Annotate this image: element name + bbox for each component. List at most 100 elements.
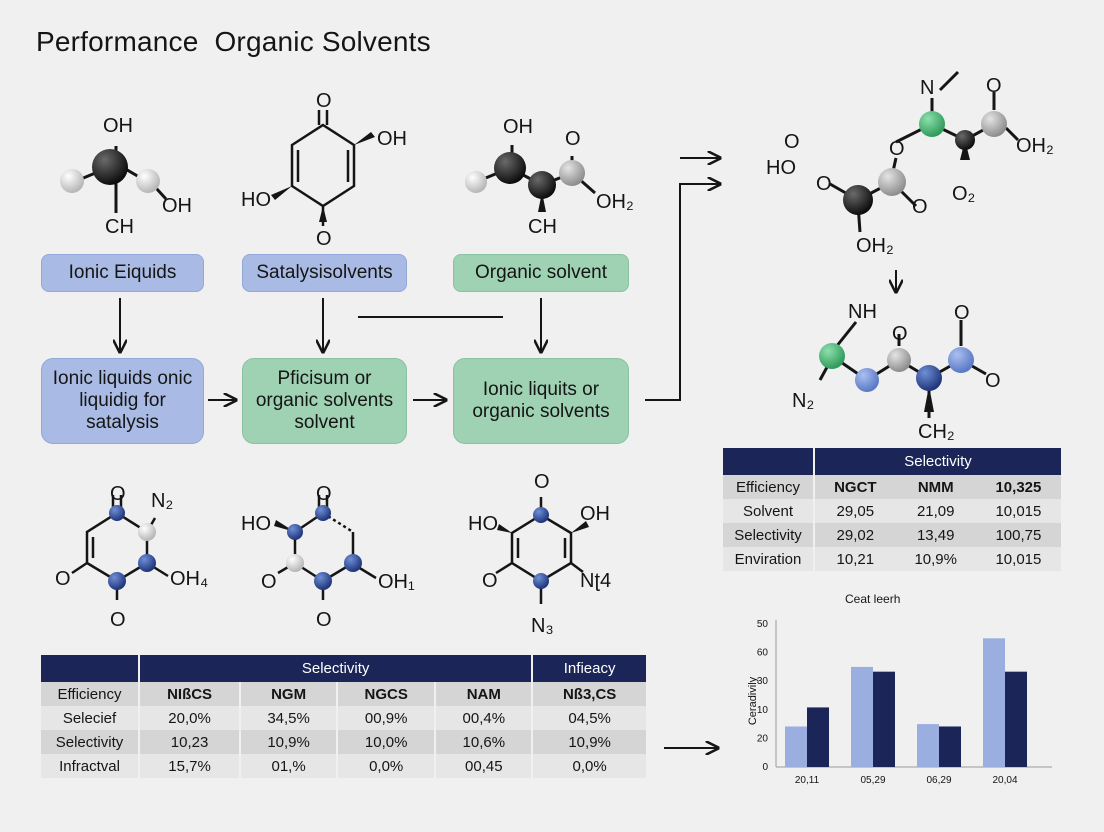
label-organic-solvent: Organic solvent — [453, 254, 629, 292]
nitrogen-atom — [819, 343, 845, 369]
hydrogen-atom — [286, 554, 304, 572]
atom-label: O — [110, 483, 126, 505]
molecule-4: N HO O O O O OH₂ OH₂ O O₂ — [766, 70, 1054, 257]
atom-label: O — [316, 228, 332, 250]
atom-label: CH — [105, 216, 134, 238]
table-row: Selecief 20,0% 34,5% 00,9% 00,4% 04,5% — [41, 706, 646, 730]
table-cell: NGCT — [813, 475, 896, 499]
table-cell: Selecief — [41, 706, 139, 730]
table-cell: 10,9% — [239, 730, 338, 754]
atom-label: NH — [848, 301, 877, 323]
table-cell: 20,0% — [137, 706, 241, 730]
y-tick-label: 50 — [757, 619, 769, 630]
nitrogen-atom — [138, 554, 156, 572]
molecule-6: O N₂ O OH₄ O — [55, 483, 208, 631]
carbon-atom — [843, 185, 873, 215]
atom-label: O — [954, 302, 970, 324]
bar-05,29-series-2 — [873, 671, 895, 767]
table-cell: 34,5% — [239, 706, 338, 730]
chart-y-axis-label: Ceradivily — [747, 676, 760, 726]
atom-label: OH — [162, 195, 192, 217]
y-tick-label: 20 — [757, 733, 769, 744]
hydrogen-atom — [60, 169, 84, 193]
table-cell: 10,015 — [975, 547, 1061, 571]
bar-20,11-series-1 — [785, 726, 807, 767]
nitrogen-atom — [855, 368, 879, 392]
atom-label: O₂ — [952, 183, 975, 205]
table-row: Selectivity 10,23 10,9% 10,0% 10,6% 10,9… — [41, 730, 646, 754]
table-cell: 00,9% — [336, 706, 436, 730]
table-header-cell: Selectivity — [813, 448, 1061, 475]
oxygen-atom — [887, 348, 911, 372]
atom-label: OH₂ — [1016, 135, 1054, 157]
atom-label: OH₂ — [596, 191, 634, 213]
atom-label: O — [816, 173, 832, 195]
flow-box-ionic-liquids: Ionic liquids onic liquidig for satalysi… — [41, 358, 204, 444]
table-cell: Enviration — [723, 547, 814, 571]
carbon-atom — [494, 152, 526, 184]
carbon-atom — [528, 171, 556, 199]
table-row: Enviration 10,21 10,9% 10,015 — [723, 547, 1061, 571]
atom-label: O — [784, 131, 800, 153]
atom-label: O — [110, 609, 126, 631]
molecule-7: O HO O OH₁ O — [241, 483, 415, 631]
table-row: Solvent 29,05 21,09 10,015 — [723, 499, 1061, 523]
table-cell: 10,23 — [137, 730, 241, 754]
nitrogen-atom — [287, 524, 303, 540]
table-cell: 0,0% — [336, 754, 436, 778]
y-tick-label: 30 — [757, 676, 769, 687]
nitrogen-atom — [315, 505, 331, 521]
hydrogen-atom — [136, 169, 160, 193]
atom-label: O — [985, 370, 1001, 392]
atom-label: O — [565, 128, 581, 150]
bar-20,04-series-2 — [1005, 671, 1027, 767]
atom-label: O — [986, 75, 1002, 97]
atom-label: O — [534, 471, 550, 493]
chart-title: Ceat leerh — [845, 592, 901, 606]
atom-label: CH — [528, 216, 557, 238]
atom-label: OH — [503, 116, 533, 138]
atom-label: HO — [241, 513, 271, 535]
table-cell: NIßCS — [137, 682, 241, 706]
table-cell: Efficiency — [723, 475, 814, 499]
table-cell: NGCS — [336, 682, 436, 706]
atom-label: OH — [103, 115, 133, 137]
bar-06,29-series-2 — [939, 726, 961, 767]
table-cell: 10,9% — [531, 730, 646, 754]
nitrogen-atom — [344, 554, 362, 572]
table-header-row: Selectivity — [723, 448, 1061, 475]
table-cell: 00,45 — [434, 754, 533, 778]
label-ionic-liquids: Ionic Eiquids — [41, 254, 204, 292]
atom-label: OH₁ — [378, 571, 415, 593]
atom-label: O — [316, 609, 332, 631]
table-cell: Solvent — [723, 499, 814, 523]
bar-20,04-series-1 — [983, 638, 1005, 767]
x-tick-label: 20,11 — [795, 775, 820, 786]
table-cell: 10,325 — [975, 475, 1061, 499]
atom-label: O — [889, 138, 905, 160]
table-cell: 10,0% — [336, 730, 436, 754]
hydrogen-atom — [138, 523, 156, 541]
table-cell: Infractval — [41, 754, 139, 778]
oxygen-atom — [559, 160, 585, 186]
nitrogen-atom — [916, 365, 942, 391]
table-header-cell — [723, 448, 814, 475]
atom-label: O — [892, 323, 908, 345]
table-header-cell: Infieacy — [531, 655, 646, 682]
molecule-5: NH N₂ O O O CH₂ — [792, 301, 1001, 443]
table-cell: 13,49 — [895, 523, 976, 547]
table-cell: 10,6% — [434, 730, 533, 754]
table-row: Efficiency NGCT NMM 10,325 — [723, 475, 1061, 499]
nitrogen-atom — [919, 111, 945, 137]
carbon-atom — [92, 149, 128, 185]
table-cell: 01,% — [239, 754, 338, 778]
carbon-atom — [955, 130, 975, 150]
table-cell: Efficiency — [41, 682, 139, 706]
table-cell: 15,7% — [137, 754, 241, 778]
table-cell: Nß3,CS — [531, 682, 646, 706]
oxygen-atom — [981, 111, 1007, 137]
nitrogen-atom — [533, 507, 549, 523]
table-cell: 21,09 — [895, 499, 976, 523]
atom-label: O — [316, 90, 332, 112]
flow-box-pficisum: Pficisum or organic solvents solvent — [242, 358, 407, 444]
